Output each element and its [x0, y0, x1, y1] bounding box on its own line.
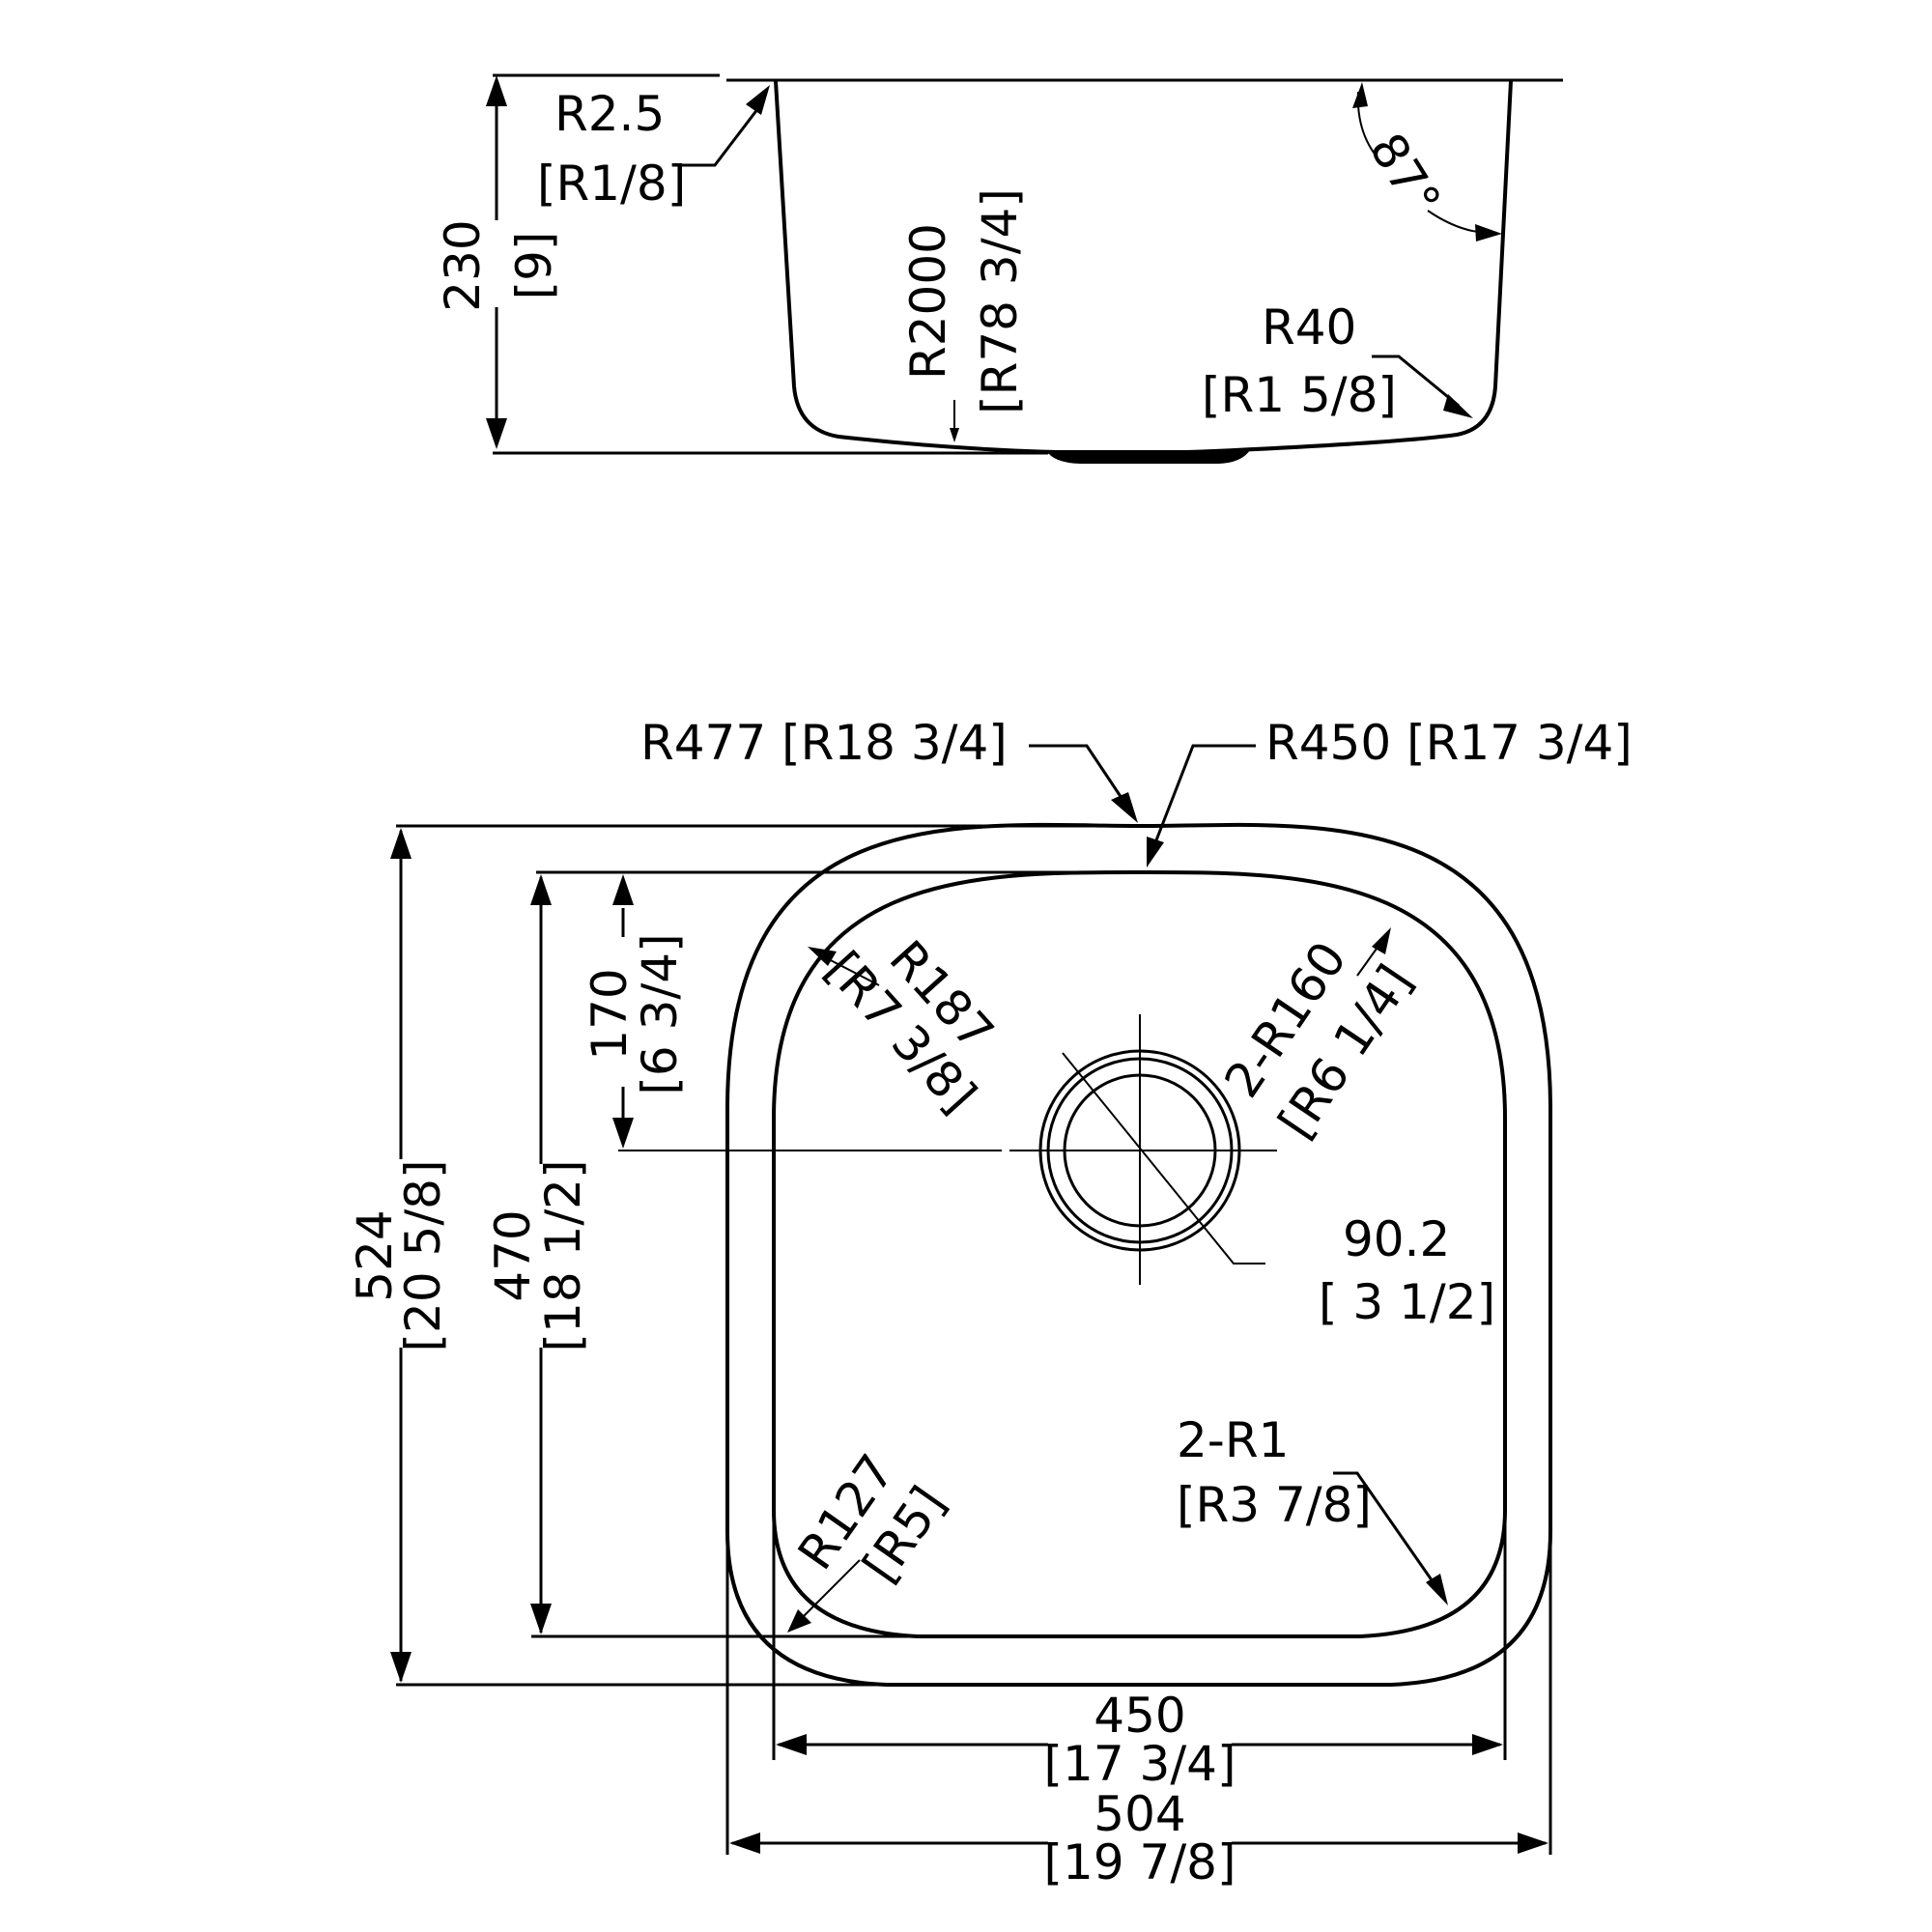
- outer-width-arrow-left: [729, 1833, 760, 1854]
- drain-offset-arrow-bottom: [612, 1118, 634, 1149]
- height-in-label: [9]: [506, 232, 562, 300]
- height-arrow-bottom: [486, 418, 507, 449]
- wall-angle-label: 87°: [1358, 124, 1451, 226]
- inner-radius-leader: [1152, 744, 1256, 846]
- top-view: 90.2 [ 3 1/2] 170 [6 3/4] R477 [R18 3/4]…: [347, 715, 1633, 1890]
- height-mm-label: 230: [435, 219, 491, 311]
- outer-radius-arrow: [1111, 792, 1138, 823]
- outer-radius-label: R477 [R18 3/4]: [640, 715, 1008, 771]
- drain-diameter-leader: [1062, 1052, 1265, 1264]
- drain-offset-mm-label: 170: [582, 968, 638, 1060]
- inner-radius-label: R450 [R17 3/4]: [1265, 715, 1633, 771]
- rim-radius-leader: [681, 103, 763, 167]
- right-lower-radius-mm-label: 2-R1: [1177, 1412, 1289, 1468]
- inner-width-in-label: [17 3/4]: [1044, 1736, 1236, 1792]
- right-lower-radius-arrow: [1426, 1574, 1448, 1605]
- outer-length-arrow-top: [390, 828, 412, 859]
- left-upper-radius-leader: [822, 955, 880, 986]
- drain-offset-in-label: [6 3/4]: [632, 933, 688, 1094]
- wall-angle-arrow-bottom: [1475, 224, 1502, 242]
- rim-radius-in-label: [R1/8]: [537, 156, 686, 212]
- side-view: 230 [9] R2.5 [R1/8] R2000 [R78 3/4] 87° …: [435, 73, 1563, 464]
- left-lower-radius-leader: [801, 1559, 861, 1619]
- left-lower-radius-arrow: [787, 1609, 811, 1633]
- outer-width-arrow-right: [1518, 1833, 1548, 1854]
- right-lower-radius-in-label: [R3 7/8]: [1177, 1477, 1372, 1533]
- rim-radius-arrow: [746, 85, 770, 115]
- height-arrow-top: [486, 75, 507, 106]
- inner-length-arrow-top: [530, 874, 552, 905]
- wall-angle-arrow-top: [1352, 82, 1368, 108]
- drain-bump: [1046, 450, 1250, 464]
- left-upper-radius-arrow: [808, 947, 837, 966]
- drain-diameter-mm-label: 90.2: [1343, 1211, 1450, 1267]
- right-upper-radius-arrow: [1372, 927, 1391, 954]
- corner-radius-mm-label: R40: [1262, 299, 1356, 355]
- inner-width-arrow-right: [1472, 1734, 1503, 1755]
- inner-length-mm-label: 470: [485, 1209, 541, 1301]
- outer-radius-leader: [1029, 744, 1127, 805]
- outer-bowl-outline: [725, 822, 1552, 1687]
- outer-length-in-label: [20 5/8]: [395, 1160, 451, 1352]
- outer-width-mm-label: 504: [1094, 1786, 1185, 1842]
- right-lower-radius-leader: [1333, 1471, 1436, 1585]
- drain-offset-arrow-top: [612, 874, 634, 905]
- corner-radius-leader: [1372, 355, 1460, 408]
- outer-width-in-label: [19 7/8]: [1044, 1834, 1236, 1890]
- inner-length-in-label: [18 1/2]: [535, 1160, 591, 1352]
- inner-bowl-outline: [772, 869, 1507, 1638]
- drain-diameter-in-label: [ 3 1/2]: [1319, 1274, 1495, 1330]
- outer-length-mm-label: 524: [347, 1209, 403, 1301]
- inner-width-mm-label: 450: [1094, 1688, 1185, 1744]
- inner-width-arrow-left: [776, 1734, 807, 1755]
- corner-radius-in-label: [R1 5/8]: [1202, 367, 1397, 423]
- bottom-radius-mm-label: R2000: [900, 223, 956, 380]
- bottom-radius-arrow: [950, 428, 959, 442]
- rim-radius-mm-label: R2.5: [554, 86, 665, 142]
- inner-length-arrow-bottom: [530, 1604, 552, 1634]
- corner-radius-arrow: [1443, 394, 1473, 418]
- outer-length-arrow-bottom: [390, 1652, 412, 1683]
- inner-radius-arrow: [1147, 837, 1164, 867]
- bottom-radius-in-label: [R78 3/4]: [972, 188, 1028, 414]
